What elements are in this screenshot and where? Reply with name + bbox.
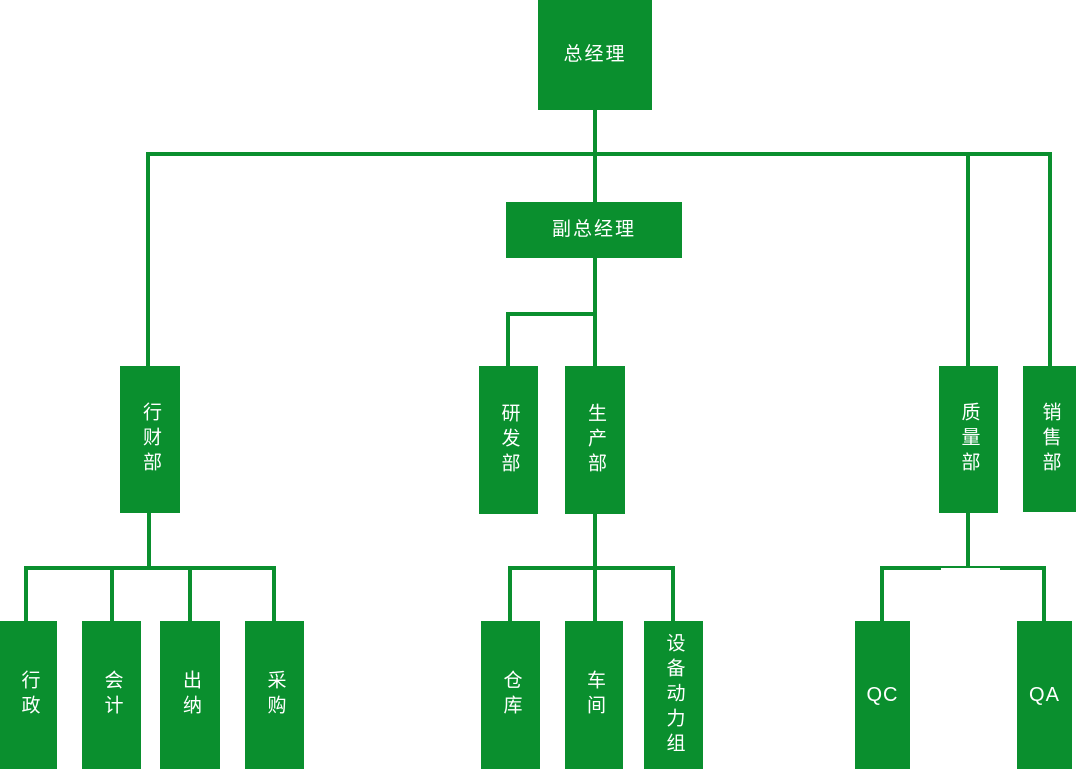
node-workshop: 车间 (565, 621, 623, 769)
node-deputy-general-manager: 副总经理 (506, 202, 682, 258)
connector-line-segment (508, 566, 512, 621)
node-production-dept: 生产部 (565, 366, 625, 514)
connector-line-segment (966, 152, 970, 366)
node-sales-dept: 销售部 (1023, 366, 1076, 512)
connector-line-segment (272, 566, 276, 621)
connector-line-segment (593, 110, 597, 202)
connector-line-segment (1048, 152, 1052, 366)
node-qc: QC (855, 621, 910, 769)
connector-line-segment (880, 566, 884, 621)
connector-line-segment (188, 566, 192, 621)
node-accounting: 会计 (82, 621, 141, 769)
node-rd-dept: 研发部 (479, 366, 538, 514)
connector-line-segment (146, 152, 1052, 156)
connector-line-segment (24, 566, 28, 621)
node-admin: 行政 (0, 621, 57, 769)
connector-line-segment (966, 513, 970, 570)
connector-line-segment (506, 312, 510, 366)
node-purchasing: 采购 (245, 621, 304, 769)
connector-line-segment (147, 513, 151, 570)
connector-line-segment (24, 566, 276, 570)
node-quality-dept: 质量部 (939, 366, 998, 513)
connector-line-segment (146, 152, 150, 366)
node-cashier: 出纳 (160, 621, 220, 769)
node-general-manager: 总经理 (538, 0, 652, 110)
connector-line-segment (508, 566, 675, 570)
connector-gap-overlay (941, 568, 1000, 570)
node-finance-admin-dept: 行财部 (120, 366, 180, 513)
connector-line-segment (671, 566, 675, 621)
connector-line-segment (110, 566, 114, 621)
node-warehouse: 仓库 (481, 621, 540, 769)
connector-line-segment (1042, 566, 1046, 621)
node-equipment-power-group: 设备动力组 (644, 621, 703, 769)
node-qa: QA (1017, 621, 1072, 769)
connector-line-segment (506, 312, 597, 316)
